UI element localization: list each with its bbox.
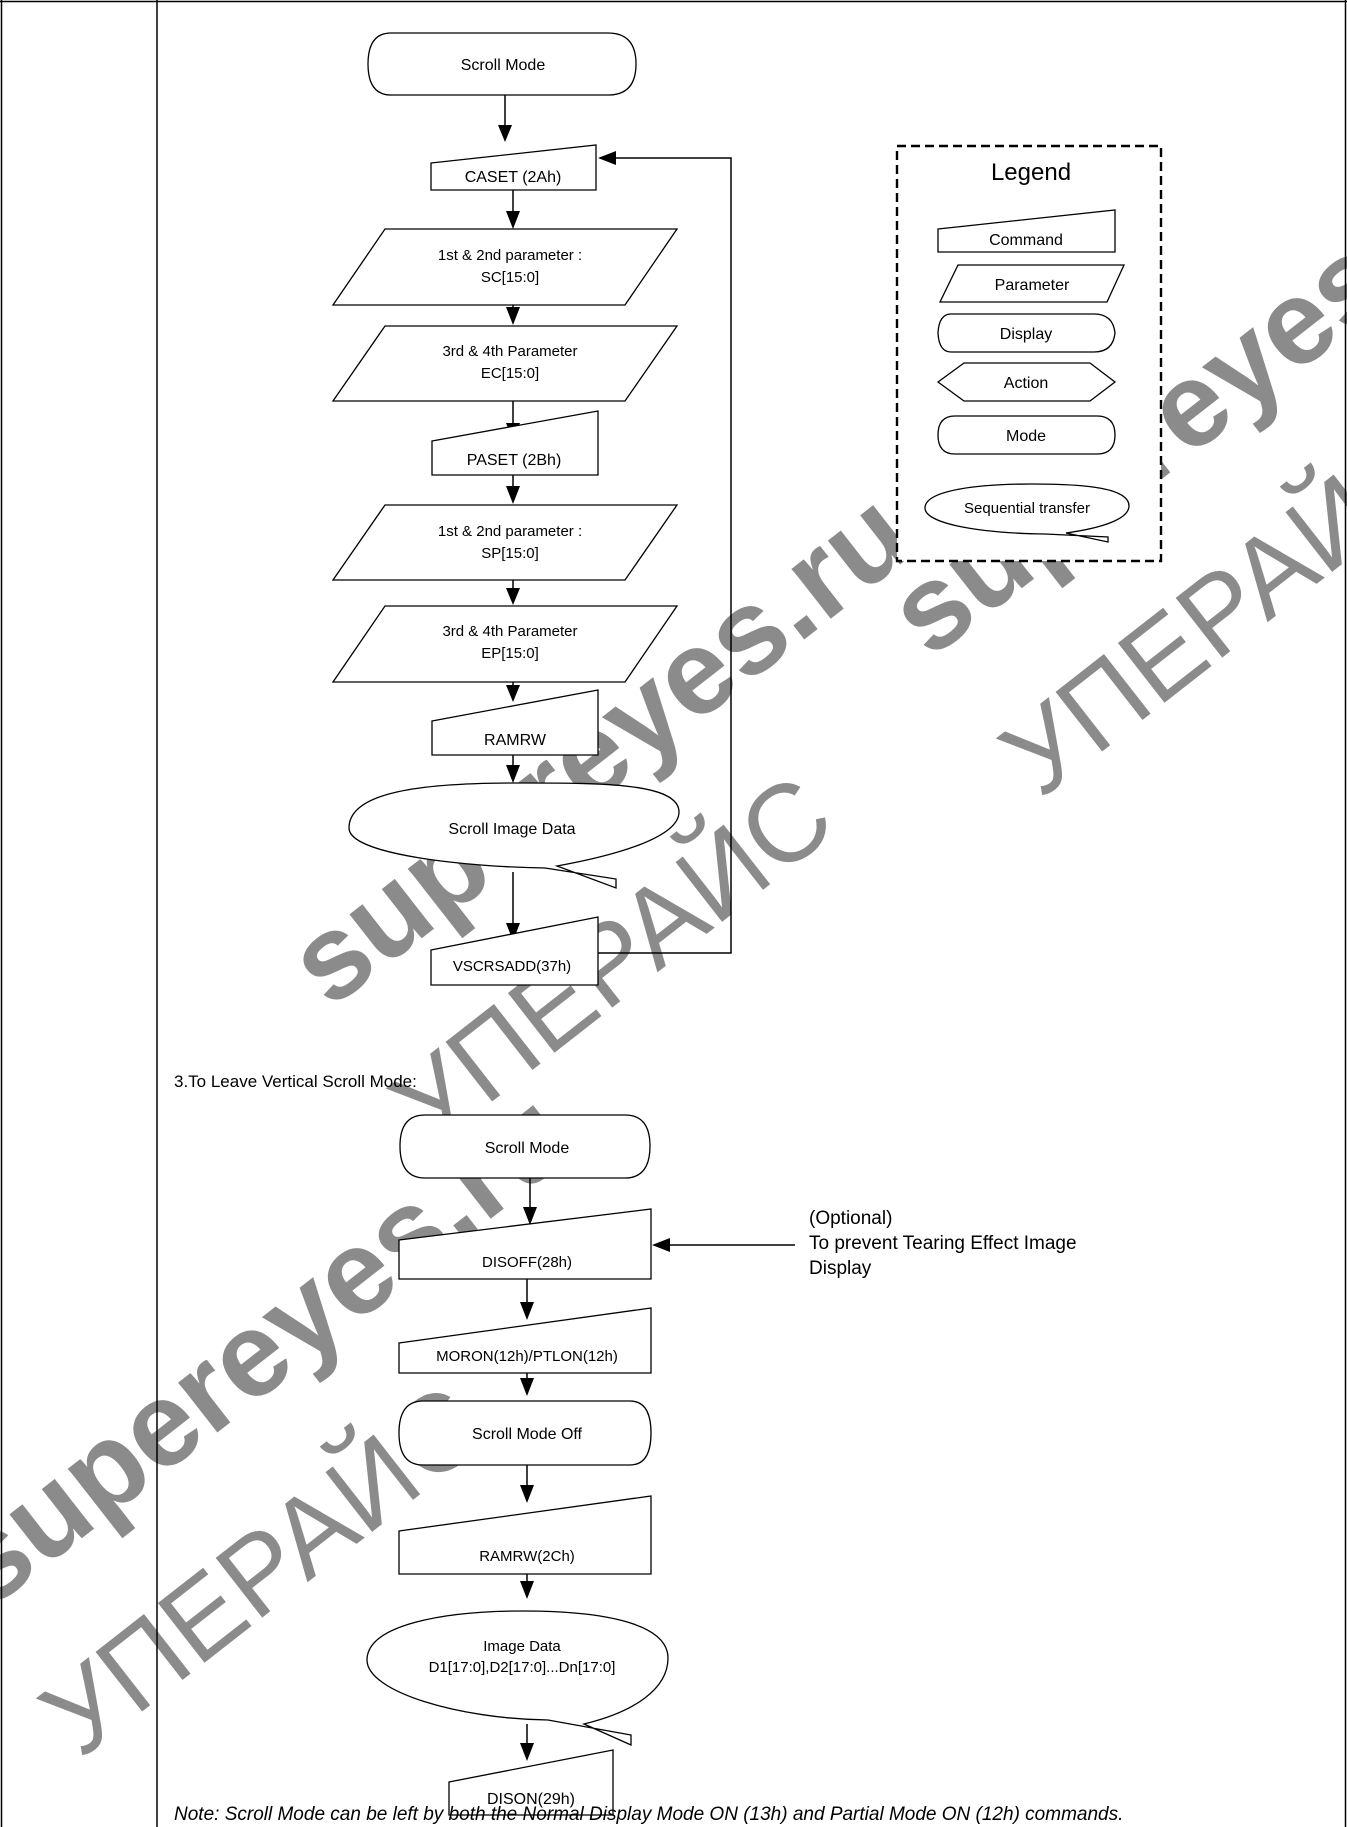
ep-parameter: 3rd & 4th Parameter EP[15:0] — [331, 605, 679, 683]
dison-label: DISON(29h) — [487, 1791, 575, 1808]
legend-parameter-label: Parameter — [995, 277, 1070, 294]
scroll-mode-2-label: Scroll Mode — [485, 1140, 570, 1157]
optional-note-line1: (Optional) — [809, 1208, 892, 1229]
scroll-mode-terminal-2: Scroll Mode — [399, 1114, 651, 1179]
scroll-mode-off-label: Scroll Mode Off — [472, 1426, 583, 1443]
legend-mode-label: Mode — [1006, 428, 1046, 445]
legend-parameter-shape: Parameter — [938, 264, 1126, 303]
sp-parameter: 1st & 2nd parameter : SP[15:0] — [331, 504, 679, 581]
legend-title: Legend — [991, 159, 1071, 186]
arrow — [506, 682, 520, 702]
arrow — [506, 580, 520, 605]
moron-ptlon-command: MORON(12h)/PTLON(12h) — [398, 1307, 652, 1374]
ec-parameter-line1: 3rd & 4th Parameter — [442, 343, 577, 360]
vscrsadd-command: VSCRSADD(37h) — [430, 916, 599, 986]
footer-note: Note: Scroll Mode can be left by both th… — [174, 1804, 1123, 1825]
arrow — [520, 1373, 534, 1396]
ep-parameter-line1: 3rd & 4th Parameter — [442, 623, 577, 640]
arrow — [498, 95, 512, 142]
arrow — [506, 305, 520, 325]
image-data-line1: Image Data — [483, 1638, 561, 1655]
arrow — [506, 475, 520, 504]
sc-parameter-line1: 1st & 2nd parameter : — [438, 247, 582, 264]
optional-note: (Optional) To prevent Tearing Effect Ima… — [809, 1208, 1077, 1279]
legend-display-label: Display — [1000, 326, 1052, 343]
arrow — [506, 190, 520, 229]
image-data-line2: D1[17:0],D2[17:0]...Dn[17:0] — [429, 1659, 616, 1676]
scroll-mode-off-terminal: Scroll Mode Off — [398, 1400, 652, 1466]
sp-parameter-line1: 1st & 2nd parameter : — [438, 523, 582, 540]
arrow — [520, 1724, 534, 1761]
disoff-label: DISOFF(28h) — [482, 1254, 572, 1271]
ramrw-2ch-label: RAMRW(2Ch) — [479, 1548, 575, 1565]
paset-label: PASET (2Bh) — [467, 452, 562, 469]
ec-parameter-line2: EC[15:0] — [481, 365, 539, 382]
sp-parameter-line2: SP[15:0] — [481, 545, 539, 562]
scroll-image-data-label: Scroll Image Data — [448, 821, 575, 838]
legend-sequential-shape: Sequential transfer — [924, 483, 1130, 543]
legend-command-label: Command — [989, 232, 1063, 249]
sc-parameter-line2: SC[15:0] — [481, 269, 539, 286]
arrow — [506, 872, 520, 941]
scroll-mode-terminal: Scroll Mode — [367, 32, 637, 96]
optional-note-line3: Display — [809, 1258, 872, 1279]
sc-parameter: 1st & 2nd parameter : SC[15:0] — [331, 228, 679, 306]
optional-note-line2: To prevent Tearing Effect Image — [809, 1233, 1077, 1254]
legend-display-shape: Display — [937, 313, 1116, 353]
arrow — [520, 1574, 534, 1599]
loop-back-arrow — [598, 151, 732, 954]
ec-parameter: 3rd & 4th Parameter EC[15:0] — [331, 325, 679, 402]
moron-ptlon-label: MORON(12h)/PTLON(12h) — [436, 1348, 618, 1365]
arrow — [520, 1279, 534, 1320]
arrow — [520, 1465, 534, 1503]
legend-box: Legend Command Parameter Display Action … — [895, 144, 1163, 563]
arrow — [523, 1178, 537, 1225]
caset-command: CASET (2Ah) — [430, 144, 597, 191]
legend-action-shape: Action — [936, 362, 1117, 402]
legend-mode-shape: Mode — [937, 415, 1116, 455]
dison-command: DISON(29h) — [448, 1749, 614, 1816]
optional-arrow — [652, 1238, 795, 1252]
legend-sequential-label: Sequential transfer — [964, 500, 1090, 517]
ramrw-command: RAMRW — [431, 689, 599, 756]
arrow — [506, 755, 520, 783]
ramrw-label: RAMRW — [484, 732, 547, 749]
scroll-image-data-transfer: Scroll Image Data — [348, 782, 680, 889]
caset-label: CASET (2Ah) — [465, 169, 562, 186]
image-data-transfer: Image Data D1[17:0],D2[17:0]...Dn[17:0] — [366, 1610, 669, 1747]
legend-action-label: Action — [1004, 375, 1048, 392]
ep-parameter-line2: EP[15:0] — [481, 645, 539, 662]
ramrw-2ch-command: RAMRW(2Ch) — [398, 1495, 652, 1575]
legend-command-shape: Command — [937, 209, 1116, 253]
section3-heading: 3.To Leave Vertical Scroll Mode: — [174, 1072, 417, 1091]
scroll-mode-label: Scroll Mode — [461, 57, 546, 74]
paset-command: PASET (2Bh) — [431, 410, 599, 476]
disoff-command: DISOFF(28h) — [398, 1208, 652, 1280]
vscrsadd-label: VSCRSADD(37h) — [453, 958, 571, 975]
